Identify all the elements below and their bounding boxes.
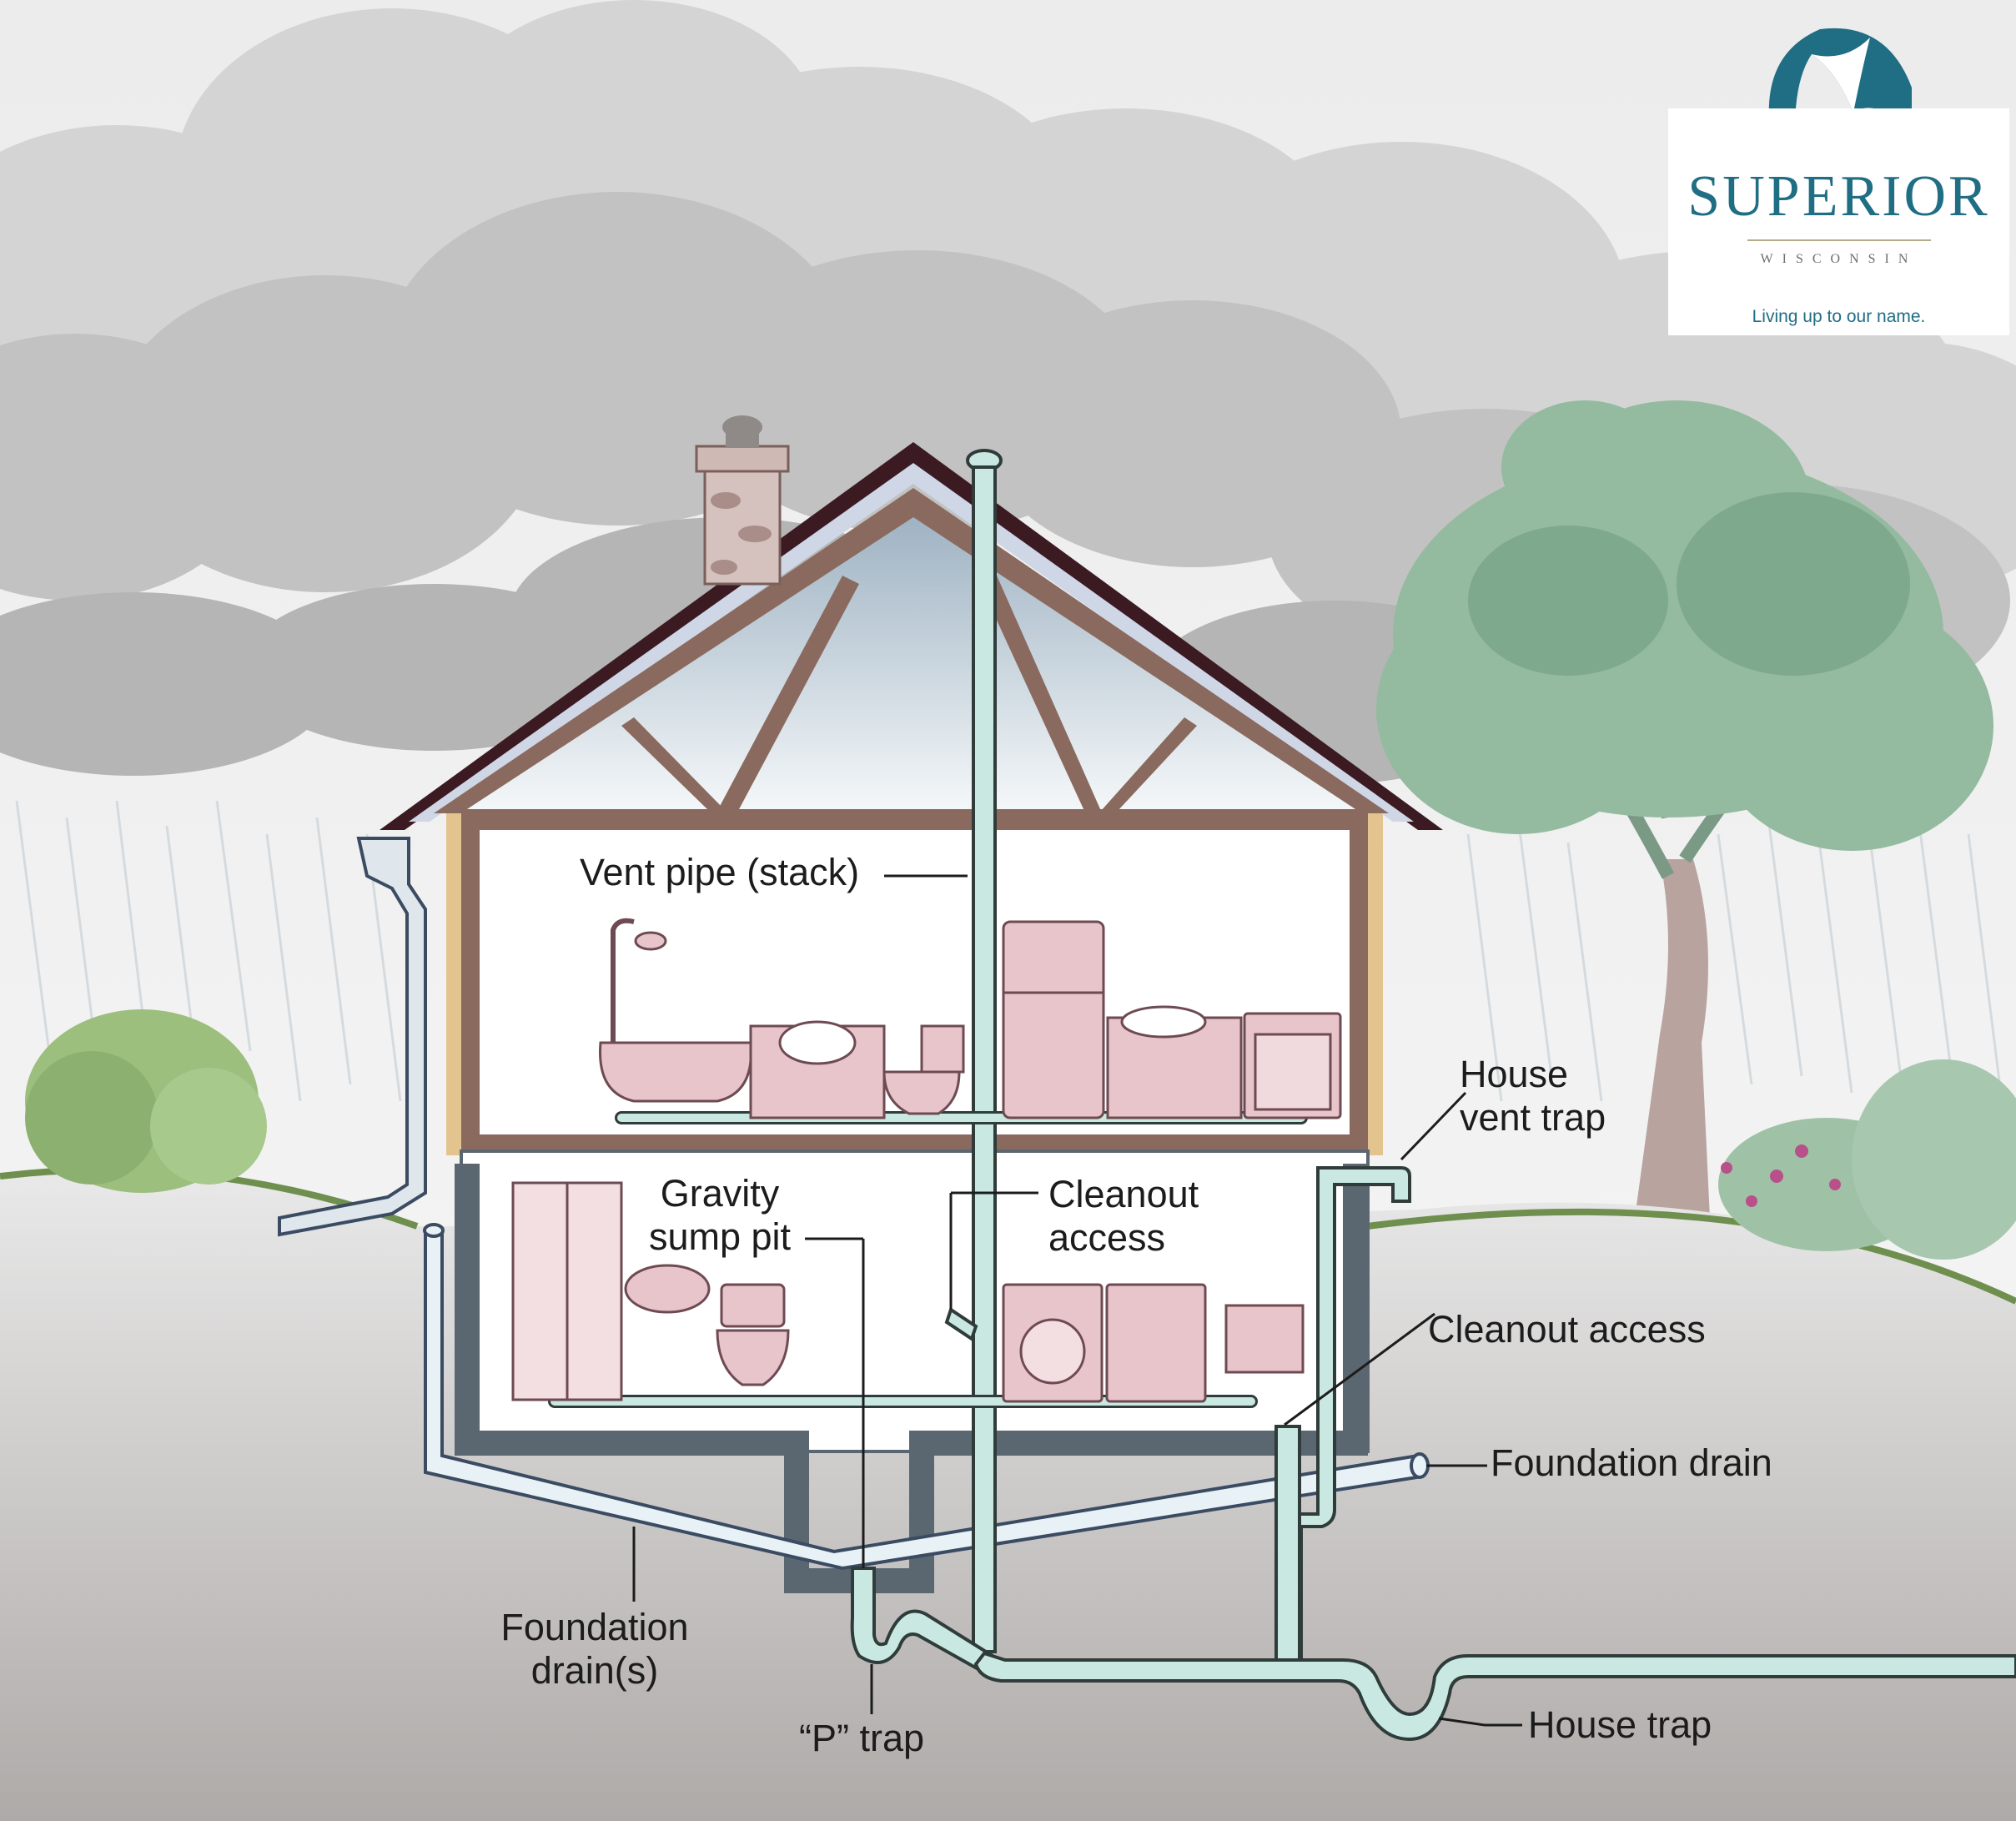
bush-right — [1718, 1059, 2016, 1260]
label-gravity-sump-line2: sump pit — [648, 1215, 792, 1258]
siding-right — [1368, 813, 1383, 1155]
roof — [380, 442, 1443, 830]
leader-lines — [632, 874, 1522, 1727]
logo-subtitle: WISCONSIN — [1760, 252, 1918, 266]
vent-stack-and-drain — [850, 449, 2016, 1742]
label-house-vent-trap: House vent trap — [1460, 1053, 1606, 1139]
chimney — [695, 415, 790, 586]
logo-divider — [1747, 239, 1931, 241]
superior-logo-icon — [1768, 28, 1912, 138]
rain — [15, 800, 2003, 1102]
foundation-drain-pipes — [423, 1223, 1430, 1571]
label-foundation-drain: Foundation drain — [1491, 1441, 1772, 1484]
label-cleanout-access-right: Cleanout access — [1428, 1308, 1706, 1351]
label-foundation-drains-line2: drain(s) — [530, 1649, 659, 1692]
logo-tagline: Living up to our name. — [1752, 307, 1926, 326]
bush-left — [25, 1009, 267, 1193]
downspout — [278, 837, 427, 1237]
siding-left — [446, 813, 461, 1155]
label-cleanout-access-center: Cleanout access — [1048, 1173, 1199, 1260]
label-cleanout-center-line1: Cleanout — [1048, 1173, 1199, 1215]
upper-floor-fixtures — [599, 918, 1342, 1119]
label-foundation-drains: Foundation drain(s) — [482, 1606, 707, 1693]
logo-box: SUPERIOR WISCONSIN Living up to our name… — [1668, 108, 2009, 335]
label-foundation-drains-line1: Foundation — [500, 1606, 689, 1648]
label-gravity-sump-pit: Gravity sump pit — [632, 1172, 807, 1259]
label-house-trap: House trap — [1528, 1703, 1712, 1746]
tree — [1376, 400, 1993, 1218]
label-gravity-sump-line1: Gravity — [660, 1172, 780, 1215]
label-house-vent-trap-line1: House — [1460, 1053, 1569, 1095]
basement-fixtures — [511, 1181, 1305, 1403]
logo-wordmark: SUPERIOR — [1687, 164, 1990, 229]
label-house-vent-trap-line2: vent trap — [1460, 1096, 1606, 1139]
label-p-trap: “P” trap — [799, 1717, 925, 1759]
label-vent-pipe: Vent pipe (stack) — [580, 851, 860, 893]
label-cleanout-center-line2: access — [1048, 1216, 1166, 1259]
